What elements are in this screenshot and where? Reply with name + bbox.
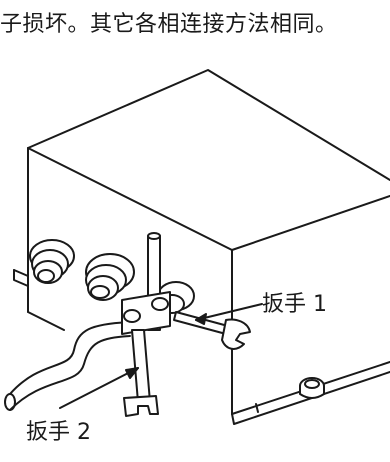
leader-arrow-1 <box>195 303 263 325</box>
wrench-1-label: 扳手 1 <box>262 292 327 317</box>
cable-gland-middle <box>85 253 135 301</box>
wrench-2-label: 扳手 2 <box>26 420 91 445</box>
cable-gland-left <box>29 239 75 284</box>
cable <box>4 321 131 411</box>
instruction-caption: 子损坏。其它各相连接方法相同。 <box>0 12 338 37</box>
wrench-2-icon <box>123 329 159 417</box>
wrench-1-icon <box>173 311 251 350</box>
flange-bolt <box>299 377 325 399</box>
leader-arrow-2 <box>59 367 139 409</box>
connector-clamp <box>121 291 171 335</box>
